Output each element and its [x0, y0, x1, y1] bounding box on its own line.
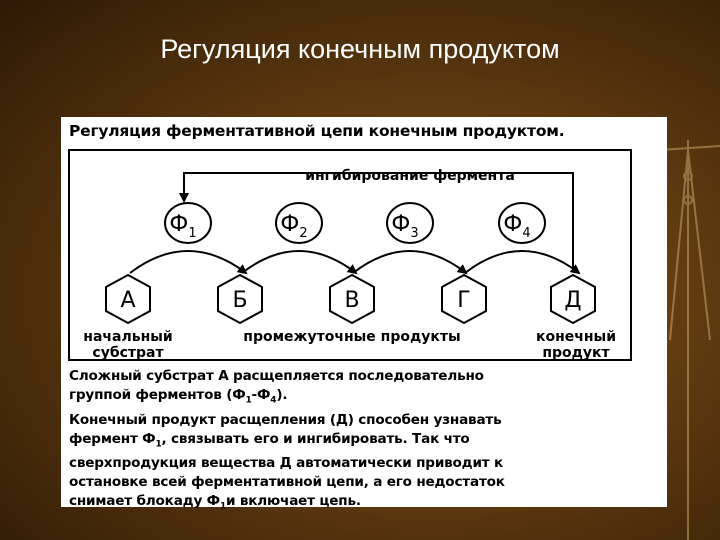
slide-title: Регуляция конечным продуктом [0, 34, 720, 65]
enzyme-f4: Ф4 [499, 203, 545, 243]
substance-a: А [106, 275, 150, 323]
enzyme-f1: Ф1 [165, 203, 211, 243]
label-end-line1: конечный [536, 329, 616, 345]
enzyme-f2: Ф2 [276, 203, 322, 243]
svg-text:Д: Д [564, 288, 581, 313]
figure-panel: Регуляция ферментативной цепи конечным п… [61, 117, 667, 507]
svg-text:Б: Б [232, 288, 247, 313]
pathway-diagram: ингибирование фермента Ф1 Ф2 Ф3 Ф4 [70, 151, 634, 363]
description-line-3: Конечный продукт расщепления (Д) способе… [69, 411, 659, 430]
svg-text:В: В [344, 288, 359, 313]
svg-text:Г: Г [457, 288, 470, 313]
description-line-5: сверхпродукция вещества Д автоматически … [69, 454, 659, 473]
reaction-arc-2 [242, 251, 356, 273]
substance-g: Г [442, 275, 486, 323]
substance-d: Д [551, 275, 595, 323]
description-line-1: Сложный субстрат А расщепляется последов… [69, 367, 659, 386]
substance-b: Б [218, 275, 262, 323]
description-text: Сложный субстрат А расщепляется последов… [69, 367, 659, 517]
label-middle: промежуточные продукты [243, 329, 460, 345]
description-line-4: фермент Ф1, связывать его и ингибировать… [69, 430, 659, 455]
description-line-7: снимает блокаду Ф1и включает цепь. [69, 492, 659, 517]
enzyme-f3: Ф3 [387, 203, 433, 243]
reaction-arc-4 [465, 251, 579, 273]
description-line-6: остановке всей ферментативной цепи, а ег… [69, 473, 659, 492]
inhibition-label: ингибирование фермента [305, 168, 515, 184]
substance-v: В [330, 275, 374, 323]
reaction-arc-3 [353, 251, 466, 273]
reaction-arc-1 [130, 251, 246, 273]
diagram-frame: ингибирование фермента Ф1 Ф2 Ф3 Ф4 [68, 149, 632, 361]
svg-text:А: А [120, 288, 135, 313]
label-start-line1: начальный [83, 329, 172, 345]
label-end-line2: продукт [542, 345, 610, 361]
description-line-2: группой ферментов (Ф1-Ф4). [69, 386, 659, 411]
figure-heading: Регуляция ферментативной цепи конечным п… [69, 122, 564, 140]
label-start-line2: субстрат [92, 345, 164, 361]
